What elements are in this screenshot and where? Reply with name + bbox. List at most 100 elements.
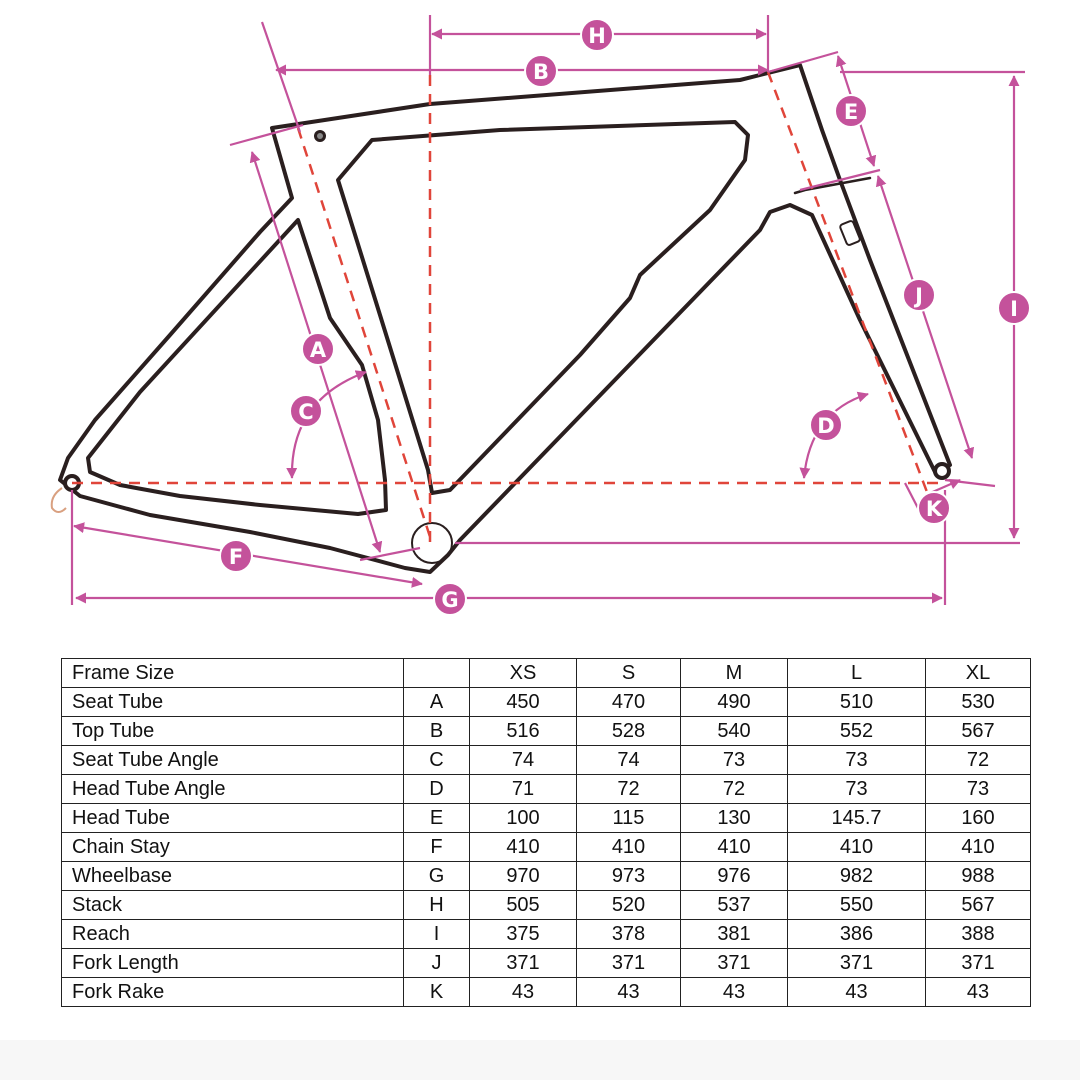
row-code-cell: F (403, 832, 470, 862)
row-value-cell: 74 (576, 745, 681, 775)
svg-text:I: I (1010, 297, 1018, 321)
row-name-cell: Reach (61, 919, 404, 949)
row-value-cell: 540 (680, 716, 788, 746)
row-value-cell: 71 (469, 774, 577, 804)
row-value-cell: 970 (469, 861, 577, 891)
row-value-cell: 410 (469, 832, 577, 862)
row-value-cell: 388 (925, 919, 1031, 949)
svg-text:F: F (229, 545, 243, 569)
row-name-cell: Seat Tube (61, 687, 404, 717)
badge-A: A (301, 332, 335, 366)
row-value-cell: 381 (680, 919, 788, 949)
row-value-cell: 115 (576, 803, 681, 833)
row-value-cell: 410 (576, 832, 681, 862)
row-value-cell: 410 (787, 832, 926, 862)
frame-geometry-diagram: A B C D E F G H I J K (50, 15, 1031, 616)
row-value-cell: 43 (680, 977, 788, 1007)
row-name-cell: Fork Length (61, 948, 404, 978)
centerlines (72, 71, 940, 544)
row-value-cell: 72 (925, 745, 1031, 775)
row-value-cell: 410 (680, 832, 788, 862)
row-code-cell: E (403, 803, 470, 833)
badge-D: D (809, 408, 843, 442)
row-value-cell: 130 (680, 803, 788, 833)
svg-text:D: D (817, 414, 834, 438)
row-value-cell: 371 (576, 948, 681, 978)
header-size-cell: S (576, 658, 681, 688)
row-value-cell: 72 (576, 774, 681, 804)
row-value-cell: 378 (576, 919, 681, 949)
row-value-cell: 988 (925, 861, 1031, 891)
row-code-cell: D (403, 774, 470, 804)
row-value-cell: 375 (469, 919, 577, 949)
badge-G: G (433, 582, 467, 616)
row-value-cell: 567 (925, 890, 1031, 920)
row-name-cell: Chain Stay (61, 832, 404, 862)
row-value-cell: 371 (787, 948, 926, 978)
row-value-cell: 470 (576, 687, 681, 717)
svg-text:E: E (844, 100, 858, 124)
svg-text:A: A (310, 338, 327, 362)
row-value-cell: 73 (787, 745, 926, 775)
row-value-cell: 528 (576, 716, 681, 746)
row-value-cell: 371 (680, 948, 788, 978)
row-code-cell: C (403, 745, 470, 775)
row-code-cell: G (403, 861, 470, 891)
row-value-cell: 552 (787, 716, 926, 746)
row-value-cell: 145.7 (787, 803, 926, 833)
row-value-cell: 160 (925, 803, 1031, 833)
row-value-cell: 516 (469, 716, 577, 746)
row-value-cell: 73 (925, 774, 1031, 804)
row-value-cell: 73 (680, 745, 788, 775)
row-name-cell: Seat Tube Angle (61, 745, 404, 775)
row-code-cell: A (403, 687, 470, 717)
badge-H: H (580, 18, 614, 52)
svg-text:G: G (441, 588, 458, 612)
badge-C: C (289, 394, 323, 428)
derailleur-hanger-icon (50, 487, 67, 513)
cable-port-icon (839, 220, 861, 246)
row-value-cell: 567 (925, 716, 1031, 746)
row-value-cell: 530 (925, 687, 1031, 717)
svg-text:J: J (913, 284, 923, 308)
header-size-cell: L (787, 658, 926, 688)
row-value-cell: 72 (680, 774, 788, 804)
dim-J-line (875, 175, 975, 459)
row-value-cell: 73 (787, 774, 926, 804)
row-code-cell: H (403, 890, 470, 920)
header-size-cell: M (680, 658, 788, 688)
head-tube-detail (793, 176, 872, 195)
header-name-cell: Frame Size (61, 658, 404, 688)
row-code-cell: J (403, 948, 470, 978)
badge-B: B (524, 54, 558, 88)
row-value-cell: 520 (576, 890, 681, 920)
row-code-cell: I (403, 919, 470, 949)
row-code-cell: K (403, 977, 470, 1007)
row-name-cell: Wheelbase (61, 861, 404, 891)
header-size-cell: XL (925, 658, 1031, 688)
frame-outer-outline (58, 63, 952, 574)
svg-text:H: H (588, 24, 606, 48)
bottom-background-band (0, 1040, 1080, 1080)
row-value-cell: 43 (576, 977, 681, 1007)
row-value-cell: 100 (469, 803, 577, 833)
row-value-cell: 537 (680, 890, 788, 920)
row-name-cell: Fork Rake (61, 977, 404, 1007)
bottom-bracket-icon (411, 522, 453, 564)
row-value-cell: 490 (680, 687, 788, 717)
row-name-cell: Head Tube (61, 803, 404, 833)
